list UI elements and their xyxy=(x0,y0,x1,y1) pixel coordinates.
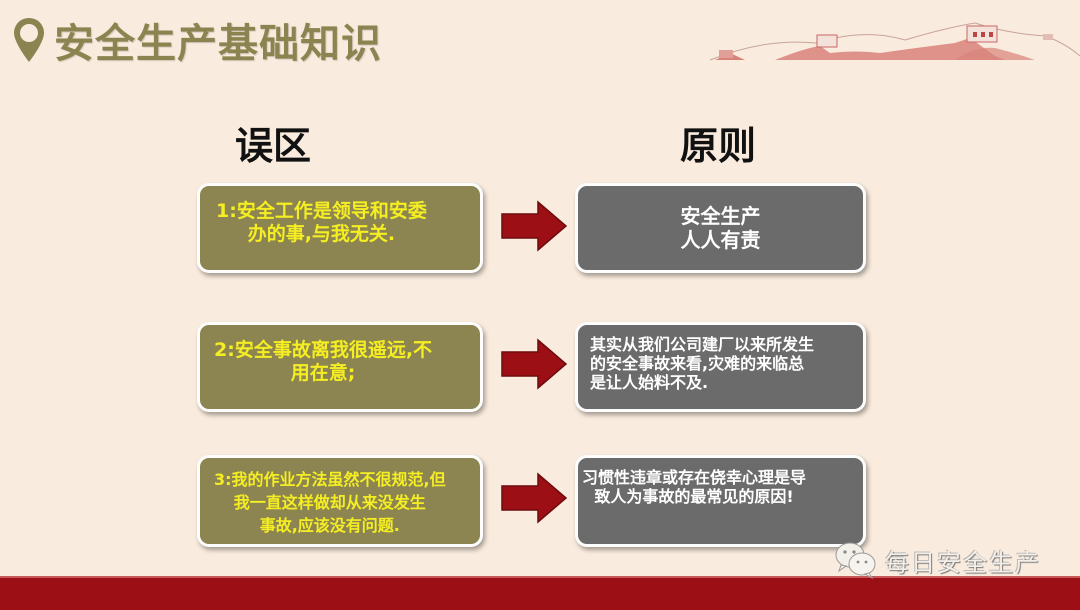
myth-box-2: 2:安全事故离我很遥远,不 用在意; xyxy=(197,322,483,412)
principle-text: 其实从我们公司建厂以来所发生 的安全事故来看,灾难的来临总 是让人始料不及. xyxy=(590,335,815,393)
slide-header: 安全生产基础知识 xyxy=(12,10,382,70)
principle-box-2: 其实从我们公司建厂以来所发生 的安全事故来看,灾难的来临总 是让人始料不及. xyxy=(575,322,866,412)
myth-text: 3:我的作业方法虽然不很规范,但 我一直这样做却从来没发生 事故,应该没有问题. xyxy=(214,470,446,536)
arrow-right-icon xyxy=(501,200,568,252)
principle-box-3: 习惯性违章或存在侥幸心理是导 致人为事故的最常见的原因! xyxy=(575,455,866,547)
myth-column-heading: 误区 xyxy=(235,124,312,168)
myth-text: 2:安全事故离我很遥远,不 用在意; xyxy=(214,339,433,384)
footer-band xyxy=(0,576,1080,610)
great-wall-illustration xyxy=(709,22,1080,61)
myth-box-1: 1:安全工作是领导和安委 办的事,与我无关. xyxy=(197,183,483,273)
location-pin-icon xyxy=(14,18,44,62)
arrow-right-icon xyxy=(501,338,568,390)
myth-box-3: 3:我的作业方法虽然不很规范,但 我一直这样做却从来没发生 事故,应该没有问题. xyxy=(197,455,483,547)
principle-text: 安全生产 人人有责 xyxy=(680,204,761,252)
watermark: 每日安全生产 xyxy=(833,540,1041,580)
slide-title: 安全生产基础知识 xyxy=(54,21,382,67)
wechat-icon xyxy=(835,542,876,580)
watermark-text: 每日安全生产 xyxy=(885,548,1041,577)
myth-text: 1:安全工作是领导和安委 办的事,与我无关. xyxy=(216,200,427,245)
principle-column-heading: 原则 xyxy=(680,124,757,168)
principle-box-1: 安全生产 人人有责 xyxy=(575,183,866,273)
arrow-right-icon xyxy=(501,472,568,524)
principle-text: 习惯性违章或存在侥幸心理是导 致人为事故的最常见的原因! xyxy=(582,468,807,507)
